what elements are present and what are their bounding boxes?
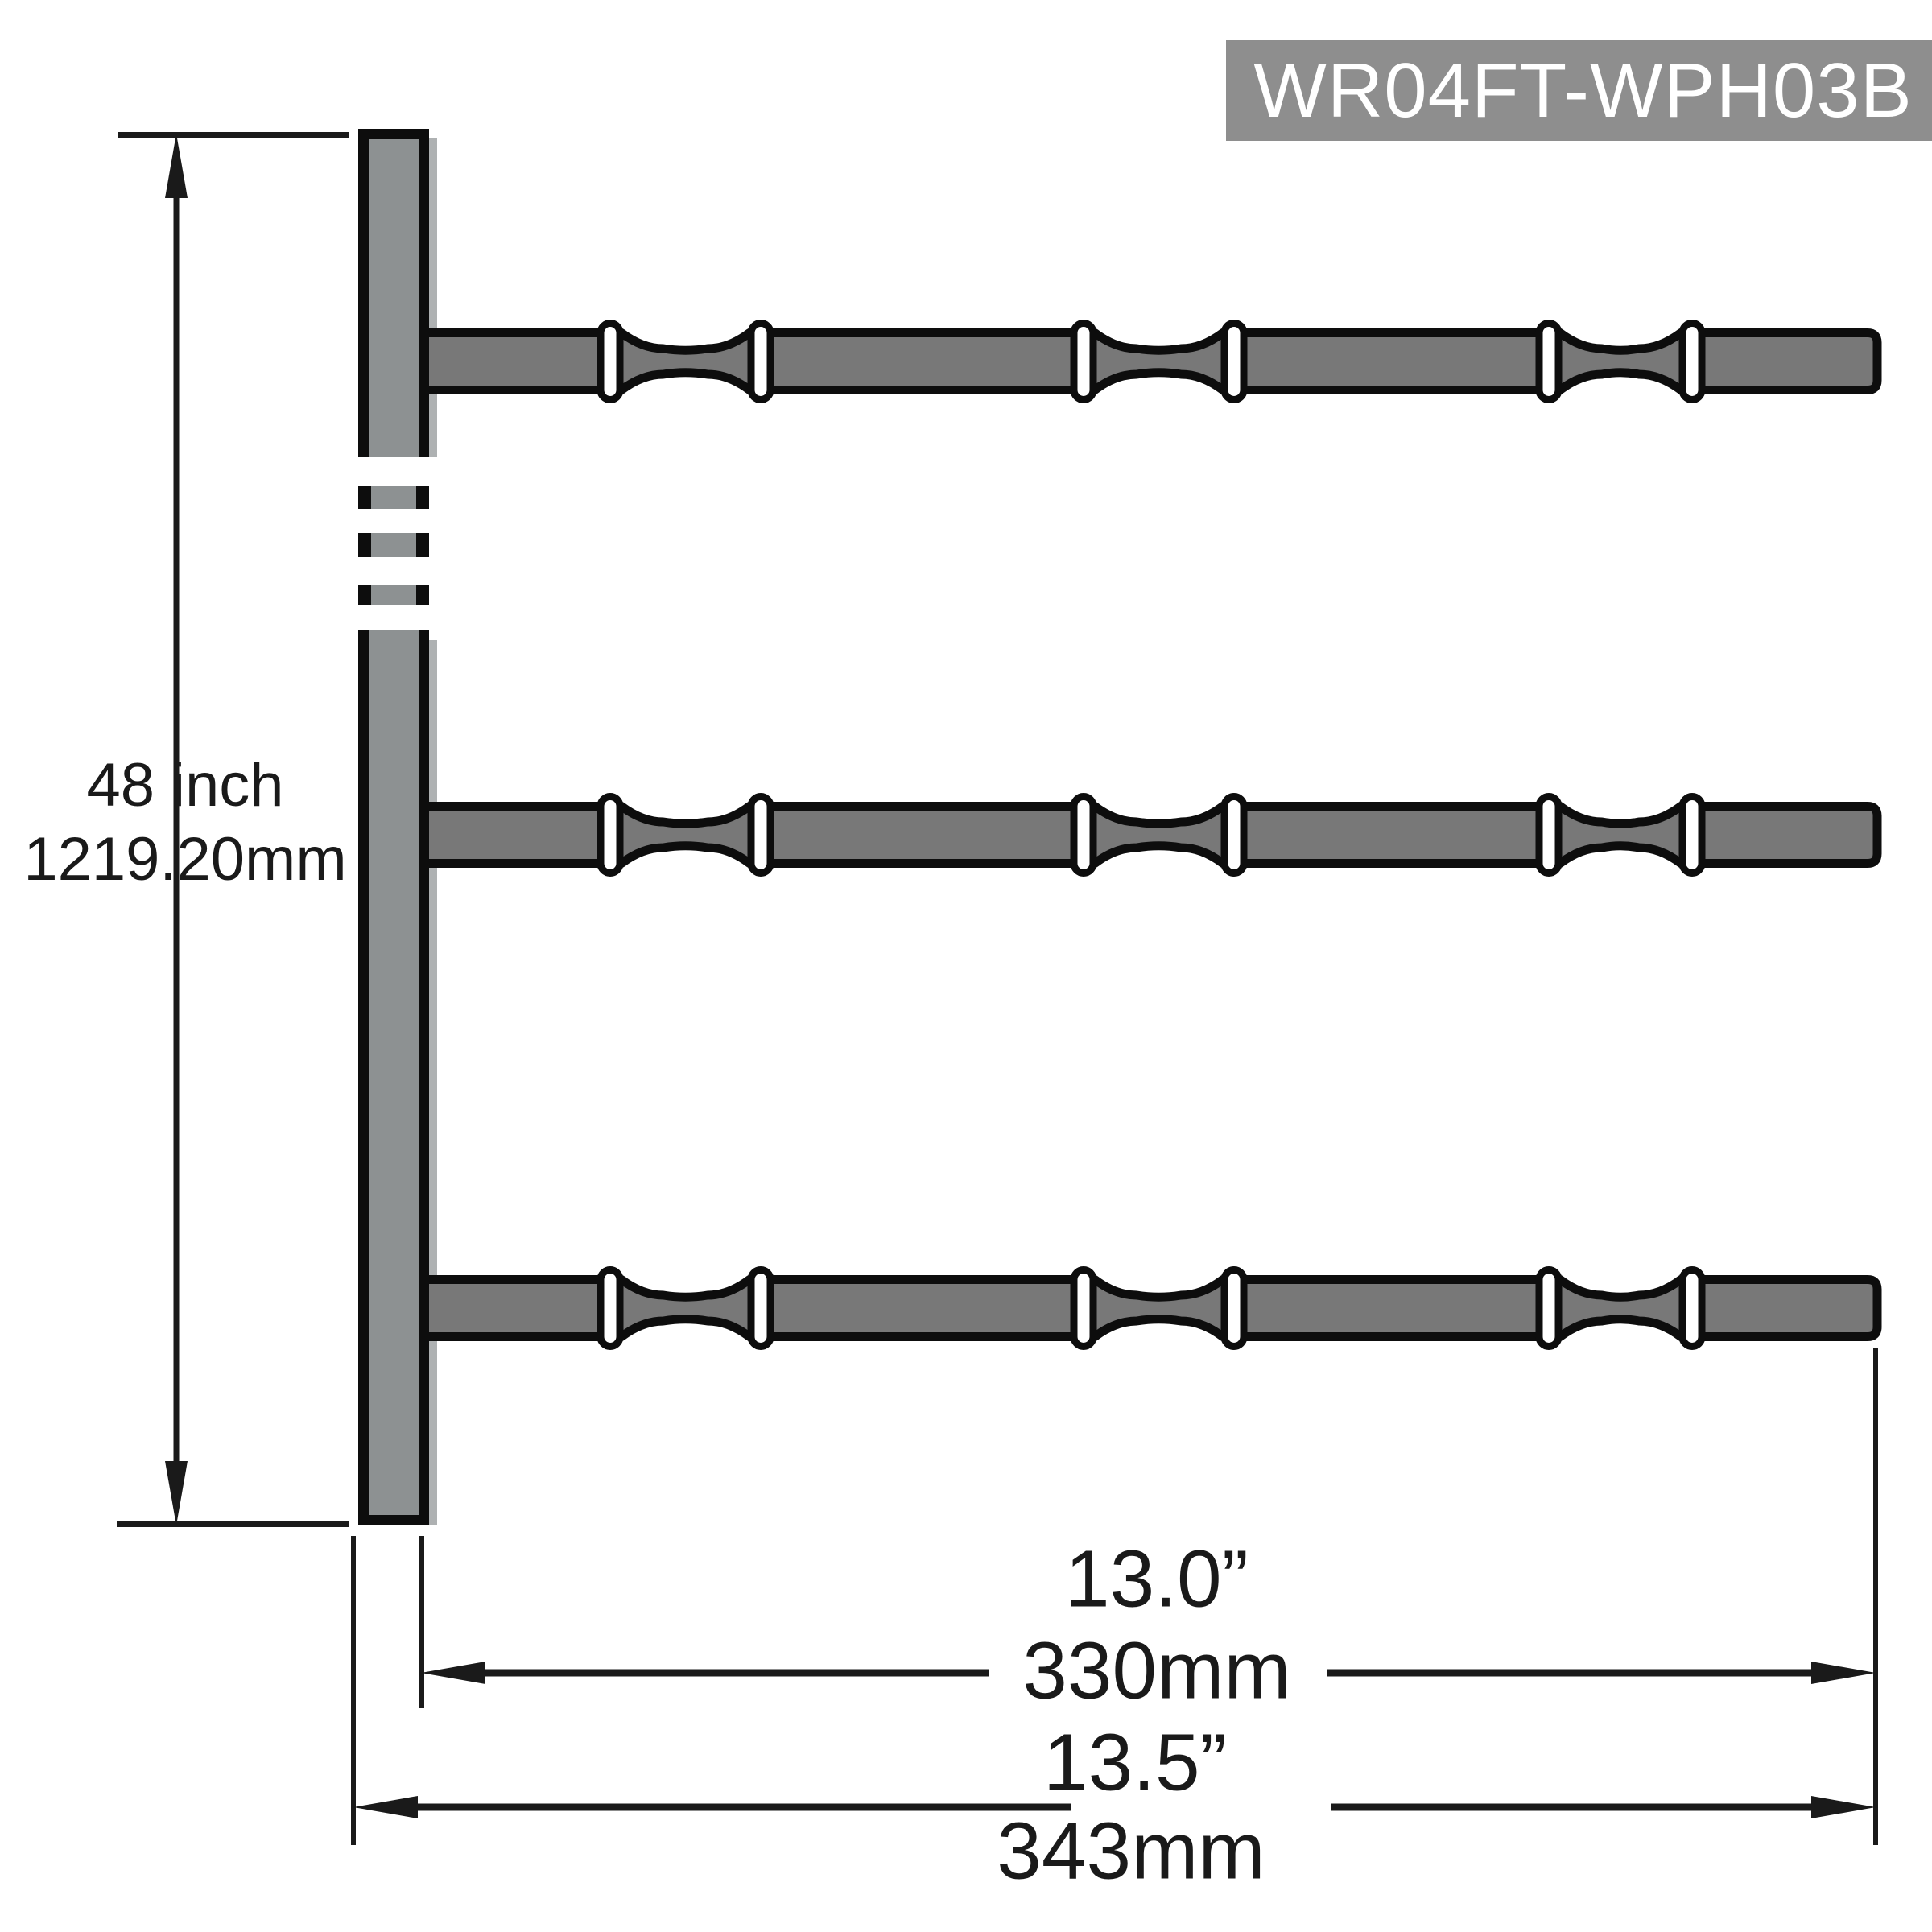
arrow-right-icon — [1811, 1796, 1876, 1818]
rod-bottom — [424, 1270, 1877, 1347]
rod-length-dimension — [421, 1662, 1876, 1684]
rod-middle — [424, 797, 1877, 873]
bar-break-marks — [358, 486, 429, 605]
rod-top — [424, 324, 1877, 400]
depth-imperial-label: 13.5” — [1043, 1717, 1227, 1808]
rod-length-metric-label: 330mm — [1022, 1625, 1291, 1716]
overall-depth-dimension — [353, 1796, 1876, 1818]
arrow-left-icon — [353, 1796, 418, 1818]
bar-shadow — [429, 640, 437, 1525]
height-dimension-label: 48 inch 1219.20mm — [0, 749, 370, 897]
bar-shadow — [429, 138, 437, 457]
arrow-left-icon — [421, 1662, 485, 1684]
arrow-up-icon — [165, 134, 188, 198]
arrow-down-icon — [165, 1461, 188, 1525]
depth-metric-label: 343mm — [997, 1806, 1265, 1897]
height-imperial-label: 48 inch — [86, 751, 284, 819]
wall-mount-bar — [358, 129, 429, 1525]
height-dimension — [117, 132, 349, 1527]
height-metric-label: 1219.20mm — [23, 825, 347, 894]
product-code-badge: WR04FT-WPH03B — [1226, 40, 1932, 141]
rod-length-imperial-label: 13.0” — [1065, 1534, 1249, 1624]
arrow-right-icon — [1811, 1662, 1876, 1684]
product-code-label: WR04FT-WPH03B — [1253, 47, 1913, 134]
